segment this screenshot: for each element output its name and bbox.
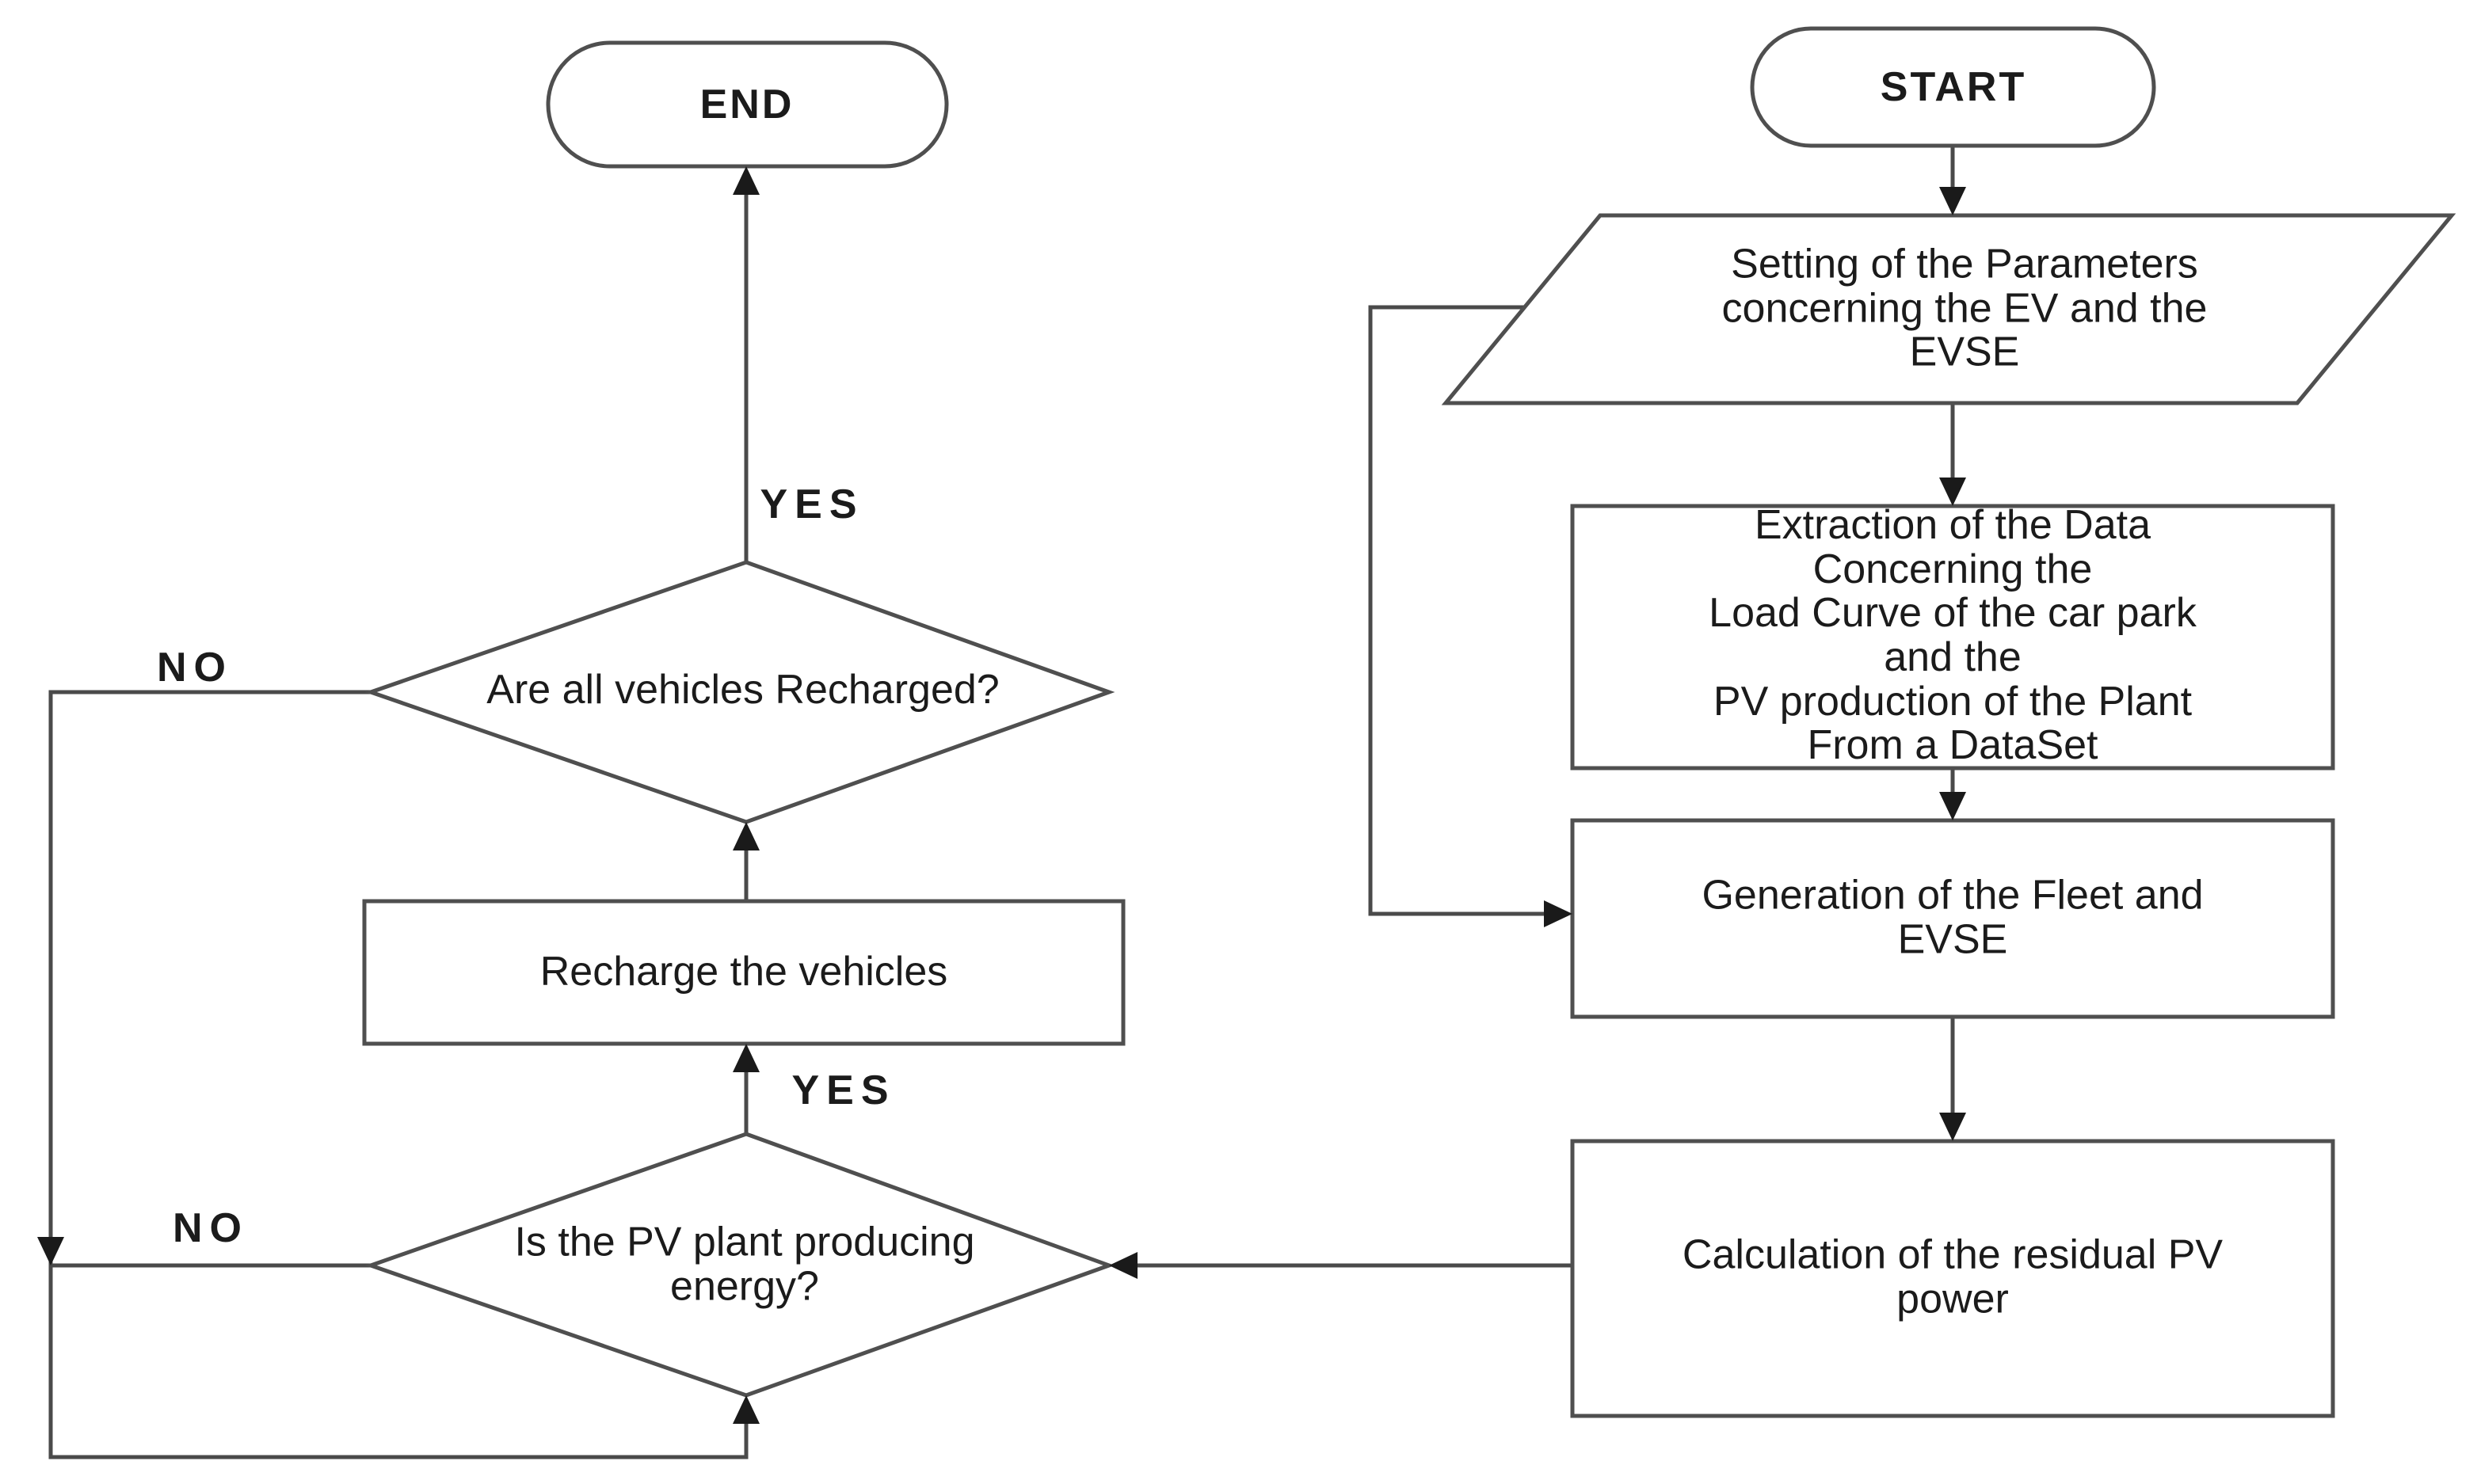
recharge-line-1: Recharge the vehicles <box>539 949 948 995</box>
generate-fleet-process-shape <box>1570 818 2335 1019</box>
edge-parameters-to-generation-bypass <box>1368 305 1547 916</box>
extract-data-node-label: Extraction of the Data Concerning the Lo… <box>1709 502 2197 769</box>
extract-data-line-3: Load Curve of the car park <box>1709 590 2197 637</box>
arrow-into-extraction-icon <box>1939 478 1966 506</box>
extract-data-line-5: PV production of the Plant <box>1713 678 2193 725</box>
calc-residual-line-2: power <box>1896 1276 2009 1322</box>
arrow-into-recharge-bottom-icon <box>733 1044 760 1072</box>
arrow-into-generation-icon <box>1939 792 1966 820</box>
arrow-no-rail-junction-icon <box>37 1237 64 1265</box>
edge-label-pv-yes: YES <box>791 1067 896 1113</box>
start-terminator-shape <box>1750 26 2156 148</box>
extract-data-process-shape <box>1570 504 2335 771</box>
extract-data-line-6: From a DataSet <box>1807 722 2098 769</box>
calc-residual-line-1: Calculation of the residual PV <box>1682 1231 2224 1278</box>
recharge-node-label: Recharge the vehicles <box>540 950 948 995</box>
pv-producing-line-1: Is the PV plant producing <box>514 1219 975 1265</box>
connector-lines <box>48 146 1955 1459</box>
edge-label-recharged-yes: YES <box>760 481 864 527</box>
generate-fleet-node-label: Generation of the Fleet and EVSE <box>1702 873 2203 961</box>
node-shapes <box>362 26 2456 1418</box>
set-parameters-line-1: Setting of the Parameters <box>1731 241 2198 287</box>
generate-fleet-line-1: Generation of the Fleet and <box>1702 872 2204 919</box>
recharge-process-shape <box>362 899 1126 1046</box>
arrow-into-pv-bottom-icon <box>733 1395 760 1424</box>
generate-fleet-line-2: EVSE <box>1897 916 2008 962</box>
set-parameters-line-2: concerning the EV and the <box>1721 285 2208 332</box>
edge-label-recharged-no: NO <box>157 645 233 691</box>
arrow-bypass-into-generation-icon <box>1544 900 1572 927</box>
arrow-into-parameters-icon <box>1939 187 1966 215</box>
set-parameters-line-3: EVSE <box>1909 329 2020 375</box>
extract-data-line-4: and the <box>1884 634 2022 680</box>
arrow-into-recharged-bottom-icon <box>733 822 760 850</box>
extract-data-line-2: Concerning the <box>1812 546 2093 592</box>
set-parameters-node-label: Setting of the Parameters concerning the… <box>1721 241 2208 375</box>
arrow-into-end-icon <box>733 166 760 195</box>
extract-data-line-1: Extraction of the Data <box>1754 502 2151 549</box>
end-terminator-shape <box>546 40 949 169</box>
all-recharged-node-label: Are all vehicles Recharged? <box>486 668 999 713</box>
arrow-into-pv-right-icon <box>1109 1252 1138 1279</box>
pv-producing-node-label: Is the PV plant producing energy? <box>514 1220 974 1308</box>
arrowheads <box>37 166 1966 1424</box>
calc-residual-node-label: Calculation of the residual PV power <box>1683 1233 2223 1321</box>
arrow-into-calculation-icon <box>1939 1113 1966 1141</box>
pv-producing-line-2: energy? <box>670 1263 819 1309</box>
end-node-label: END <box>699 82 795 127</box>
all-recharged-line-1: Are all vehicles Recharged? <box>486 667 1000 713</box>
start-node-label: START <box>1880 64 2027 110</box>
edge-label-pv-no: NO <box>173 1205 249 1251</box>
calc-residual-process-shape <box>1570 1139 2335 1418</box>
edge-recharged-no-loop <box>48 690 749 1459</box>
set-parameters-parallelogram-shape <box>1441 213 2456 405</box>
